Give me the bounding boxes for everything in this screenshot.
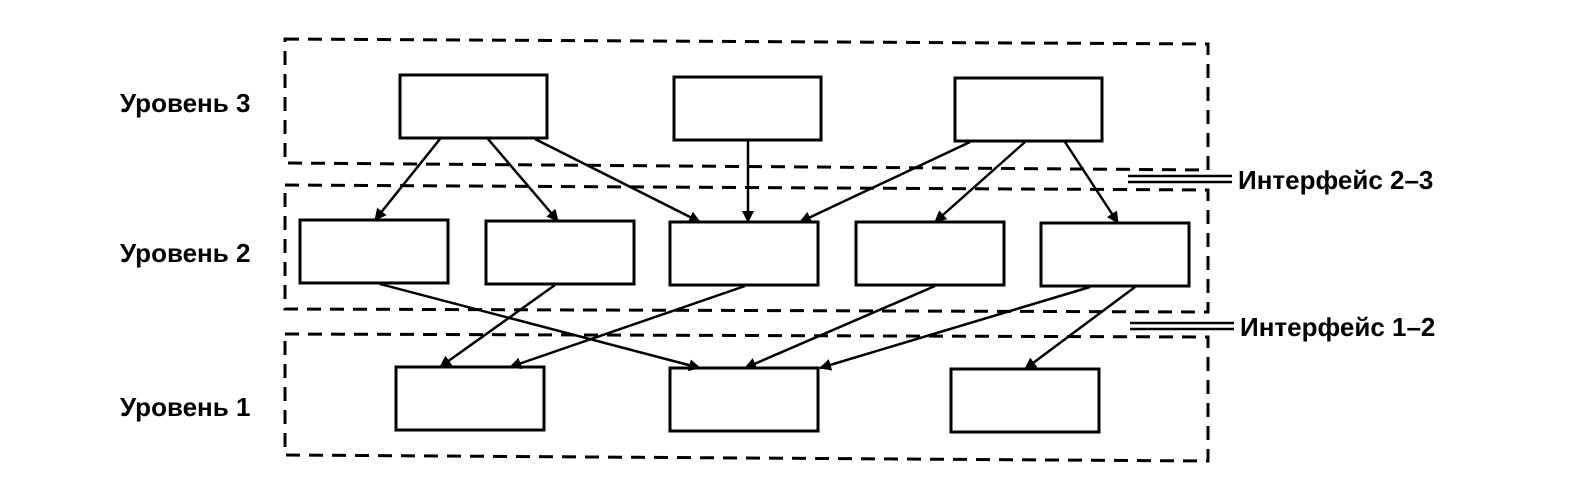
arrow — [1063, 141, 1120, 224]
level-2-box-5 — [1039, 221, 1191, 288]
level-1-box-3 — [949, 367, 1101, 434]
interface-1-2-marker — [1130, 321, 1234, 331]
arrow — [439, 283, 556, 369]
arrow — [799, 140, 971, 224]
level-3-box-1 — [398, 73, 549, 140]
level-2-boxes — [298, 218, 1191, 288]
arrow — [934, 141, 1026, 223]
level-2-box-4 — [854, 220, 1006, 287]
level-3-box-3 — [953, 76, 1104, 143]
level-2-frame — [283, 183, 1210, 314]
level-2-box-2 — [484, 219, 636, 286]
arrow — [509, 284, 746, 370]
level-1-label: Уровень 1 — [120, 392, 250, 422]
arrows-2-to-1 — [379, 282, 1136, 372]
arrow — [374, 138, 441, 221]
arrow — [534, 137, 701, 224]
level-1-box-1 — [394, 365, 546, 432]
level-2-box-3 — [668, 220, 820, 287]
level-1-frame — [283, 332, 1210, 463]
arrows-3-to-2 — [374, 137, 1120, 224]
arrow — [379, 282, 701, 372]
interface-1-2-label: Интерфейс 1–2 — [1240, 312, 1435, 342]
level-1-boxes — [394, 365, 1101, 434]
interface-2-3-label: Интерфейс 2–3 — [1238, 165, 1433, 195]
arrow — [744, 284, 936, 370]
level-2-label: Уровень 2 — [120, 238, 250, 268]
level-3-boxes — [398, 73, 1104, 143]
arrow — [487, 138, 559, 222]
level-2-box-1 — [298, 218, 450, 285]
arrow — [819, 285, 1091, 371]
level-1-box-2 — [668, 366, 820, 433]
interface-2-3-marker — [1128, 174, 1232, 184]
level-3-box-2 — [672, 75, 823, 142]
level-frames — [283, 37, 1210, 463]
level-3-frame — [283, 37, 1210, 172]
arrow — [1024, 285, 1136, 371]
level-3-label: Уровень 3 — [120, 88, 250, 118]
